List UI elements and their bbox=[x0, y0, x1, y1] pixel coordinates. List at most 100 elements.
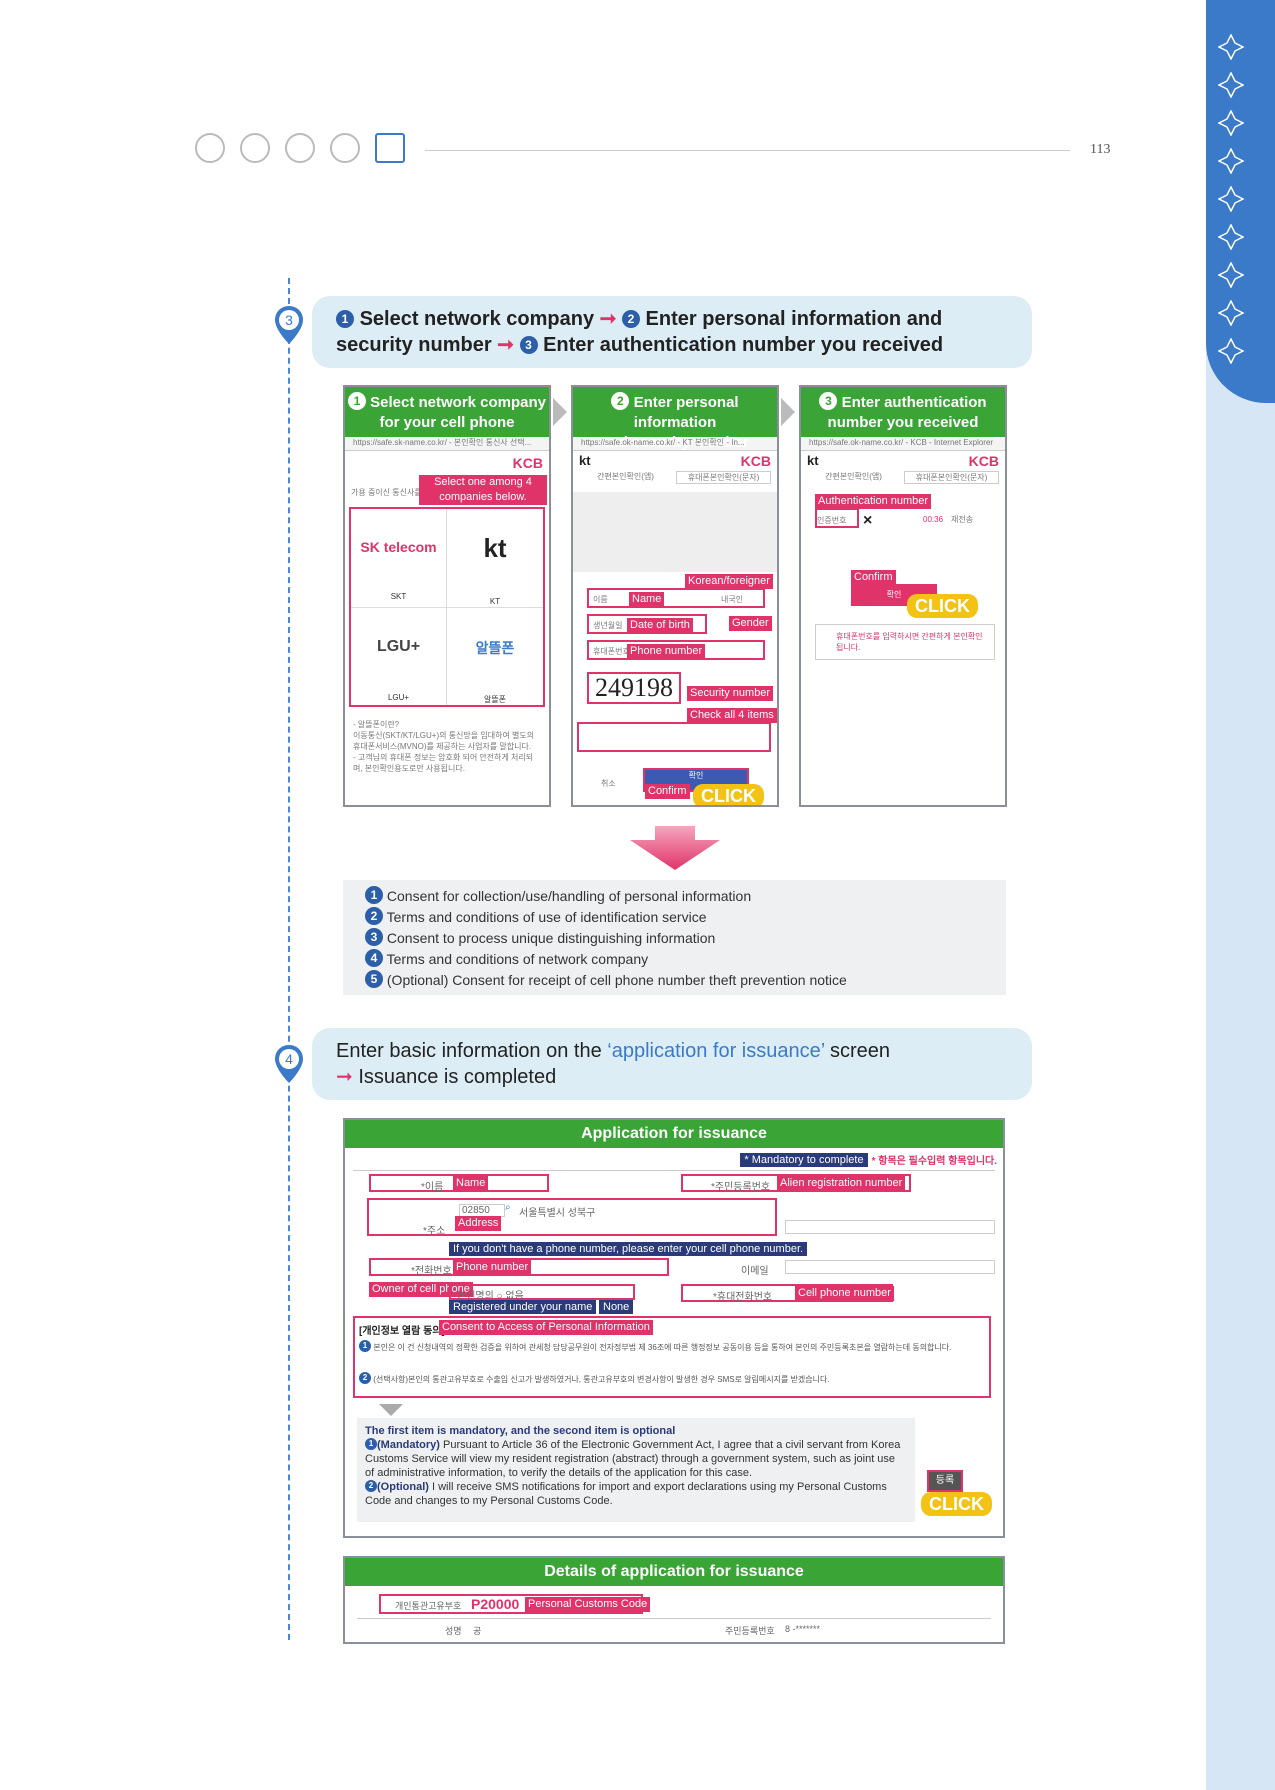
step-4-title: Enter basic information on the ‘applicat… bbox=[336, 1040, 891, 1088]
label-name: Name bbox=[629, 592, 665, 607]
label-registered-under-name: Registered under your name bbox=[449, 1300, 597, 1314]
browser-url-bar: https://safe.ok-name.co.kr/ - KCB - Inte… bbox=[801, 437, 1005, 451]
carrier-lgu[interactable]: LGU+LGU+ bbox=[351, 608, 447, 705]
resend-button[interactable]: 재전송 bbox=[951, 515, 974, 524]
consent-item-4: 4 Terms and conditions of network compan… bbox=[365, 949, 984, 970]
header-icons bbox=[195, 133, 405, 163]
name-field[interactable]: 이름 Name 내국인 bbox=[587, 588, 765, 608]
label-address: Address bbox=[455, 1216, 502, 1231]
alien-reg-row[interactable]: *주민등록번호 Alien registration number bbox=[681, 1174, 911, 1193]
security-captcha: 249198 bbox=[587, 672, 681, 704]
birth-field[interactable]: 생년월일 Date of birth bbox=[587, 614, 707, 634]
browser-url-bar: https://safe.ok-name.co.kr/ - KT 본인확인 - … bbox=[573, 437, 777, 451]
email-label: 이메일 bbox=[741, 1266, 769, 1277]
name-label: 성명 bbox=[445, 1626, 462, 1636]
kcb-logo: KCB bbox=[740, 453, 771, 469]
panel-arrow-2 bbox=[781, 398, 795, 426]
pcc-value: P20000 bbox=[471, 1596, 520, 1612]
consent-item-1: 1 Consent for collection/use/handling of… bbox=[365, 886, 984, 907]
step-3-box: 1 Select network company ➞ 2 Enter perso… bbox=[312, 296, 1032, 368]
rrn-label: 주민등록번호 bbox=[725, 1626, 775, 1636]
phone-notice: 휴대폰번호를 입력하시면 간편하게 본인확인 됩니다. bbox=[815, 624, 995, 660]
phone-field[interactable]: 휴대폰번호 Phone number bbox=[587, 640, 765, 660]
consent-item-3: 3 Consent to process unique distinguishi… bbox=[365, 928, 984, 949]
owner-radio-group[interactable]: 본인명의 ○ 없음 bbox=[449, 1284, 635, 1302]
step-3-pin-icon: 3 bbox=[275, 306, 303, 344]
personal-form: Korean/foreigner 이름 Name 내국인 생년월일 Date o… bbox=[573, 572, 777, 805]
consent-explanation: The first item is mandatory, and the sec… bbox=[357, 1418, 915, 1522]
details-form: Details of application for issuance 개인통관… bbox=[343, 1556, 1005, 1644]
label-phone-number: Phone number bbox=[627, 644, 706, 659]
email-input[interactable] bbox=[785, 1260, 995, 1274]
label-consent-access: Consent to Access of Personal Informatio… bbox=[439, 1320, 653, 1335]
label-gender: Gender bbox=[729, 616, 772, 631]
tab-app-auth[interactable]: 간편본인확인(앱) bbox=[825, 472, 882, 481]
tab-app-auth[interactable]: 간편본인확인(앱) bbox=[597, 472, 654, 481]
svg-text:3: 3 bbox=[285, 312, 293, 328]
consent-item-5: 5 (Optional) Consent for receipt of cell… bbox=[365, 970, 984, 991]
ornament-icon bbox=[1218, 72, 1244, 98]
label-cell-phone-number: Cell phone number bbox=[795, 1286, 894, 1301]
ornament-icon bbox=[1218, 186, 1244, 212]
terms-checkboxes[interactable] bbox=[577, 722, 771, 752]
consent-list: 1 Consent for collection/use/handling of… bbox=[343, 880, 1006, 995]
close-x-icon: × bbox=[863, 512, 873, 529]
page-number: 113 bbox=[1090, 142, 1111, 157]
label-phone-number: Phone number bbox=[453, 1260, 532, 1275]
step-3-title: 1 Select network company ➞ 2 Enter perso… bbox=[336, 308, 944, 356]
ornament-icon bbox=[1218, 34, 1244, 60]
kcb-logo: KCB bbox=[968, 453, 999, 469]
consent-item-optional[interactable]: 2 (선택사항)본인의 통관고유부호로 수출입 신고가 발생하였거나, 통관고유… bbox=[359, 1372, 979, 1385]
tab-sms-auth[interactable]: 휴대폰본인확인(문자) bbox=[904, 471, 999, 484]
label-confirm: Confirm bbox=[851, 570, 896, 585]
address-row[interactable]: 02850 ⌕ 서울특별시 성북구 Address *주소 bbox=[367, 1198, 777, 1237]
click-badge: CLICK bbox=[693, 784, 764, 805]
ornament-icon bbox=[1218, 224, 1244, 250]
auth-tabs: 간편본인확인(앱) 휴대폰본인확인(문자) bbox=[573, 471, 777, 484]
svg-text:4: 4 bbox=[285, 1051, 293, 1067]
auth-tabs: 간편본인확인(앱) 휴대폰본인확인(문자) bbox=[801, 471, 1005, 484]
address-detail-input[interactable] bbox=[785, 1220, 995, 1234]
label-none: None bbox=[599, 1300, 634, 1314]
side-band-top bbox=[1206, 0, 1275, 403]
down-arrow-icon bbox=[630, 826, 720, 870]
label-korean-foreigner: Korean/foreigner bbox=[685, 574, 773, 589]
kcb-logo: KCB bbox=[512, 455, 543, 471]
ornament-icon bbox=[1218, 262, 1244, 288]
truck-icon bbox=[285, 133, 315, 163]
register-button[interactable]: 등록 bbox=[927, 1470, 963, 1492]
name-value: 공 bbox=[473, 1626, 482, 1636]
search-icon[interactable]: ⌕ bbox=[505, 1202, 511, 1213]
tab-sms-auth[interactable]: 휴대폰본인확인(문자) bbox=[676, 471, 771, 484]
cell-phone-row[interactable]: *휴대전화번호 Cell phone number bbox=[681, 1284, 894, 1303]
browser-url-bar: https://safe.sk-name.co.kr/ - 본인확인 통신사 선… bbox=[345, 437, 549, 451]
label-security-number: Security number bbox=[687, 686, 774, 701]
phone-row[interactable]: *전화번호 Phone number bbox=[369, 1258, 669, 1277]
ornament-icon bbox=[1218, 148, 1244, 174]
label-alien-registration: Alien registration number bbox=[777, 1176, 906, 1191]
cancel-button[interactable]: 취소 bbox=[601, 779, 616, 788]
consent-item-2: 2 Terms and conditions of use of identif… bbox=[365, 907, 984, 928]
step-4-pin-icon: 4 bbox=[275, 1045, 303, 1083]
header-rule bbox=[425, 150, 1070, 151]
auth-form: Authentication number 인증번호 × 00:36 재전송 C… bbox=[801, 484, 1005, 784]
name-row[interactable]: *이름 Name bbox=[369, 1174, 549, 1193]
pcc-row: 개인통관고유부호 P20000 Personal Customs Code bbox=[379, 1594, 651, 1614]
search-icon bbox=[195, 133, 225, 163]
kt-logo: kt bbox=[579, 453, 591, 468]
kt-logo: kt bbox=[807, 453, 819, 468]
ornament-icon bbox=[1218, 110, 1244, 136]
auth-field-label: 인증번호 bbox=[815, 508, 859, 528]
book-icon bbox=[375, 133, 405, 163]
atom-icon bbox=[240, 133, 270, 163]
consent-item-mandatory[interactable]: 1 본인은 이 건 신청내역의 정확한 검증을 위하여 관세청 담당공무원이 전… bbox=[359, 1340, 979, 1353]
